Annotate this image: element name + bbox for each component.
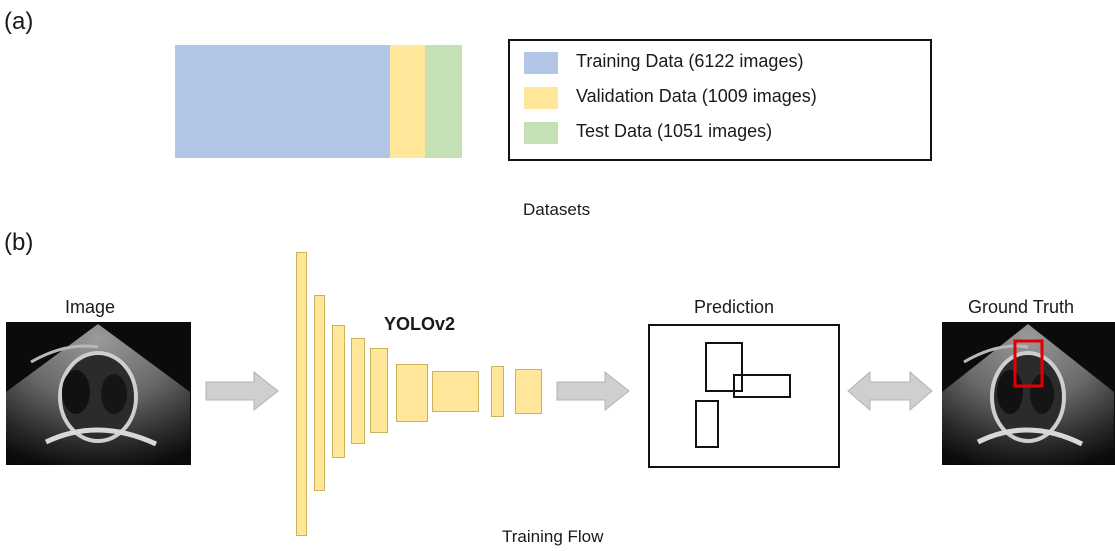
legend-label-test: Test Data (1051 images) xyxy=(576,121,773,141)
training-segment xyxy=(175,45,390,158)
ground-truth-label: Ground Truth xyxy=(968,297,1075,317)
arrow-image-to-model xyxy=(205,370,279,412)
panel-a-label: (a) xyxy=(4,8,34,35)
compare-double-arrow xyxy=(847,370,933,412)
legend-swatch-training xyxy=(524,52,558,74)
ultrasound-scan-graphic xyxy=(942,324,1114,465)
model-label: YOLOv2 xyxy=(384,314,456,334)
network-layer-block xyxy=(432,371,479,412)
image-label: Image xyxy=(65,297,116,317)
network-layer-block xyxy=(314,295,325,491)
ultrasound-scan-graphic xyxy=(6,324,190,465)
prediction-label: Prediction xyxy=(694,297,775,317)
ground-truth-bounding-box xyxy=(1013,339,1044,388)
dataset-legend: Training Data (6122 images) Validation D… xyxy=(508,39,932,161)
predicted-box-2 xyxy=(733,374,791,398)
datasets-caption: Datasets xyxy=(523,200,591,219)
legend-swatch-test xyxy=(524,122,558,144)
predicted-box-1 xyxy=(705,342,743,392)
prediction-panel xyxy=(648,324,840,468)
input-ultrasound-image xyxy=(6,322,191,465)
training-flow-caption: Training Flow xyxy=(502,527,604,546)
arrow-model-to-prediction xyxy=(556,370,630,412)
network-layer-block xyxy=(370,348,388,433)
network-layer-block xyxy=(396,364,428,422)
test-segment xyxy=(425,45,462,158)
network-layer-block xyxy=(351,338,365,444)
dataset-split-bar xyxy=(175,45,462,158)
panel-b-label: (b) xyxy=(4,229,34,256)
network-layer-block xyxy=(491,366,504,417)
legend-label-training: Training Data (6122 images) xyxy=(576,51,804,71)
validation-segment xyxy=(389,45,426,158)
predicted-box-3 xyxy=(695,400,719,448)
legend-swatch-validation xyxy=(524,87,558,109)
legend-label-validation: Validation Data (1009 images) xyxy=(576,86,817,106)
ground-truth-image xyxy=(942,322,1115,465)
network-layer-block xyxy=(296,252,307,536)
network-layer-block xyxy=(332,325,345,458)
network-layer-block xyxy=(515,369,542,414)
